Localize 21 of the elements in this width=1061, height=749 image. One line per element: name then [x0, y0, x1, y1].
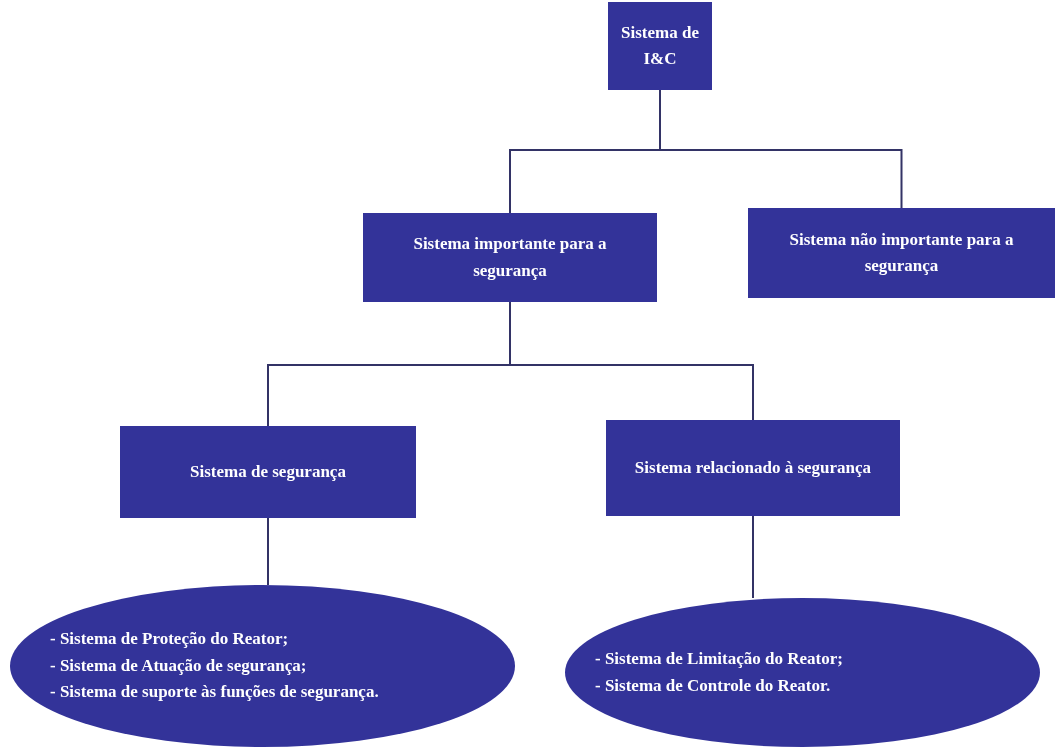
process-box: [606, 420, 900, 516]
list-item: - Sistema de Proteção do Reator;: [50, 628, 289, 651]
list-item: - Sistema de Atuação de segurança;: [50, 654, 307, 677]
box-label: Sistema relacionado à segurança: [634, 456, 872, 479]
process-box: [608, 2, 712, 90]
list-item: - Sistema de Controle do Reator.: [595, 674, 831, 697]
box-label: Sistema importante para a segurança: [412, 233, 608, 282]
connector-line: [659, 89, 903, 209]
connector-line: [509, 301, 754, 421]
list-item: - Sistema de Limitação do Reator;: [595, 648, 843, 671]
process-box: [120, 426, 416, 518]
process-box: [748, 208, 1055, 298]
connector-line: [752, 515, 754, 599]
process-box: [363, 213, 657, 302]
ellipse-node: [10, 585, 515, 747]
box-label: Sistema de I&C: [620, 21, 700, 70]
connector-line: [267, 517, 269, 586]
ellipse-node: [565, 598, 1040, 747]
box-label: Sistema de segurança: [190, 460, 346, 483]
list-item: - Sistema de suporte às funções de segurança.: [50, 681, 379, 704]
box-label: Sistema não importante para a segurança: [788, 228, 1015, 277]
